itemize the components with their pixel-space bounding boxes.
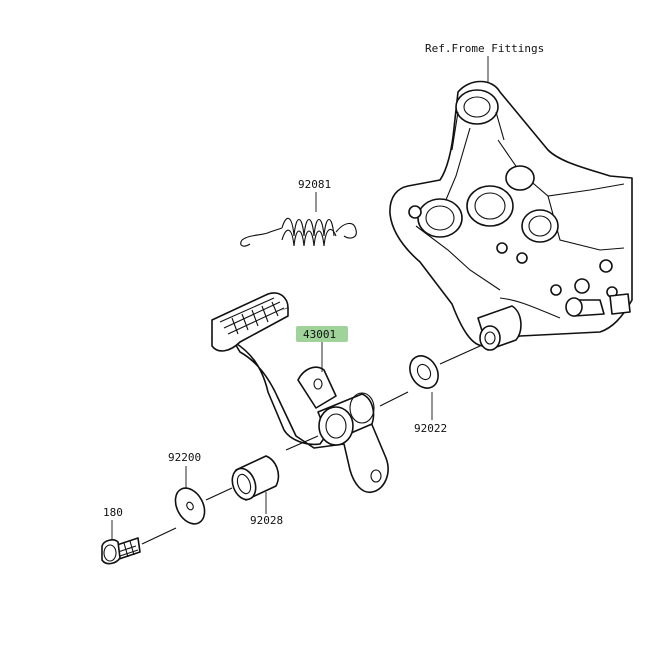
part-number-spring: 92081 — [298, 178, 331, 191]
frame-fittings-drawing — [389, 56, 633, 351]
washer-left-drawing — [174, 487, 206, 525]
bushing-drawing — [231, 455, 280, 501]
spring-drawing — [240, 217, 357, 247]
part-number-highlight — [296, 326, 348, 342]
part-number-bolt: 180 — [103, 506, 123, 519]
assembly-axis — [141, 345, 481, 545]
part-number-brake-pedal: 43001 — [303, 328, 336, 341]
part-number-bushing: 92028 — [250, 514, 283, 527]
part-number-washer-left: 92200 — [168, 451, 201, 464]
washer-right-drawing — [409, 355, 439, 389]
bolt-drawing — [101, 537, 141, 565]
part-number-washer-right: 92022 — [414, 422, 447, 435]
frame-fittings-label: Ref.Frome Fittings — [425, 42, 544, 55]
brake-pedal-drawing — [211, 292, 389, 494]
